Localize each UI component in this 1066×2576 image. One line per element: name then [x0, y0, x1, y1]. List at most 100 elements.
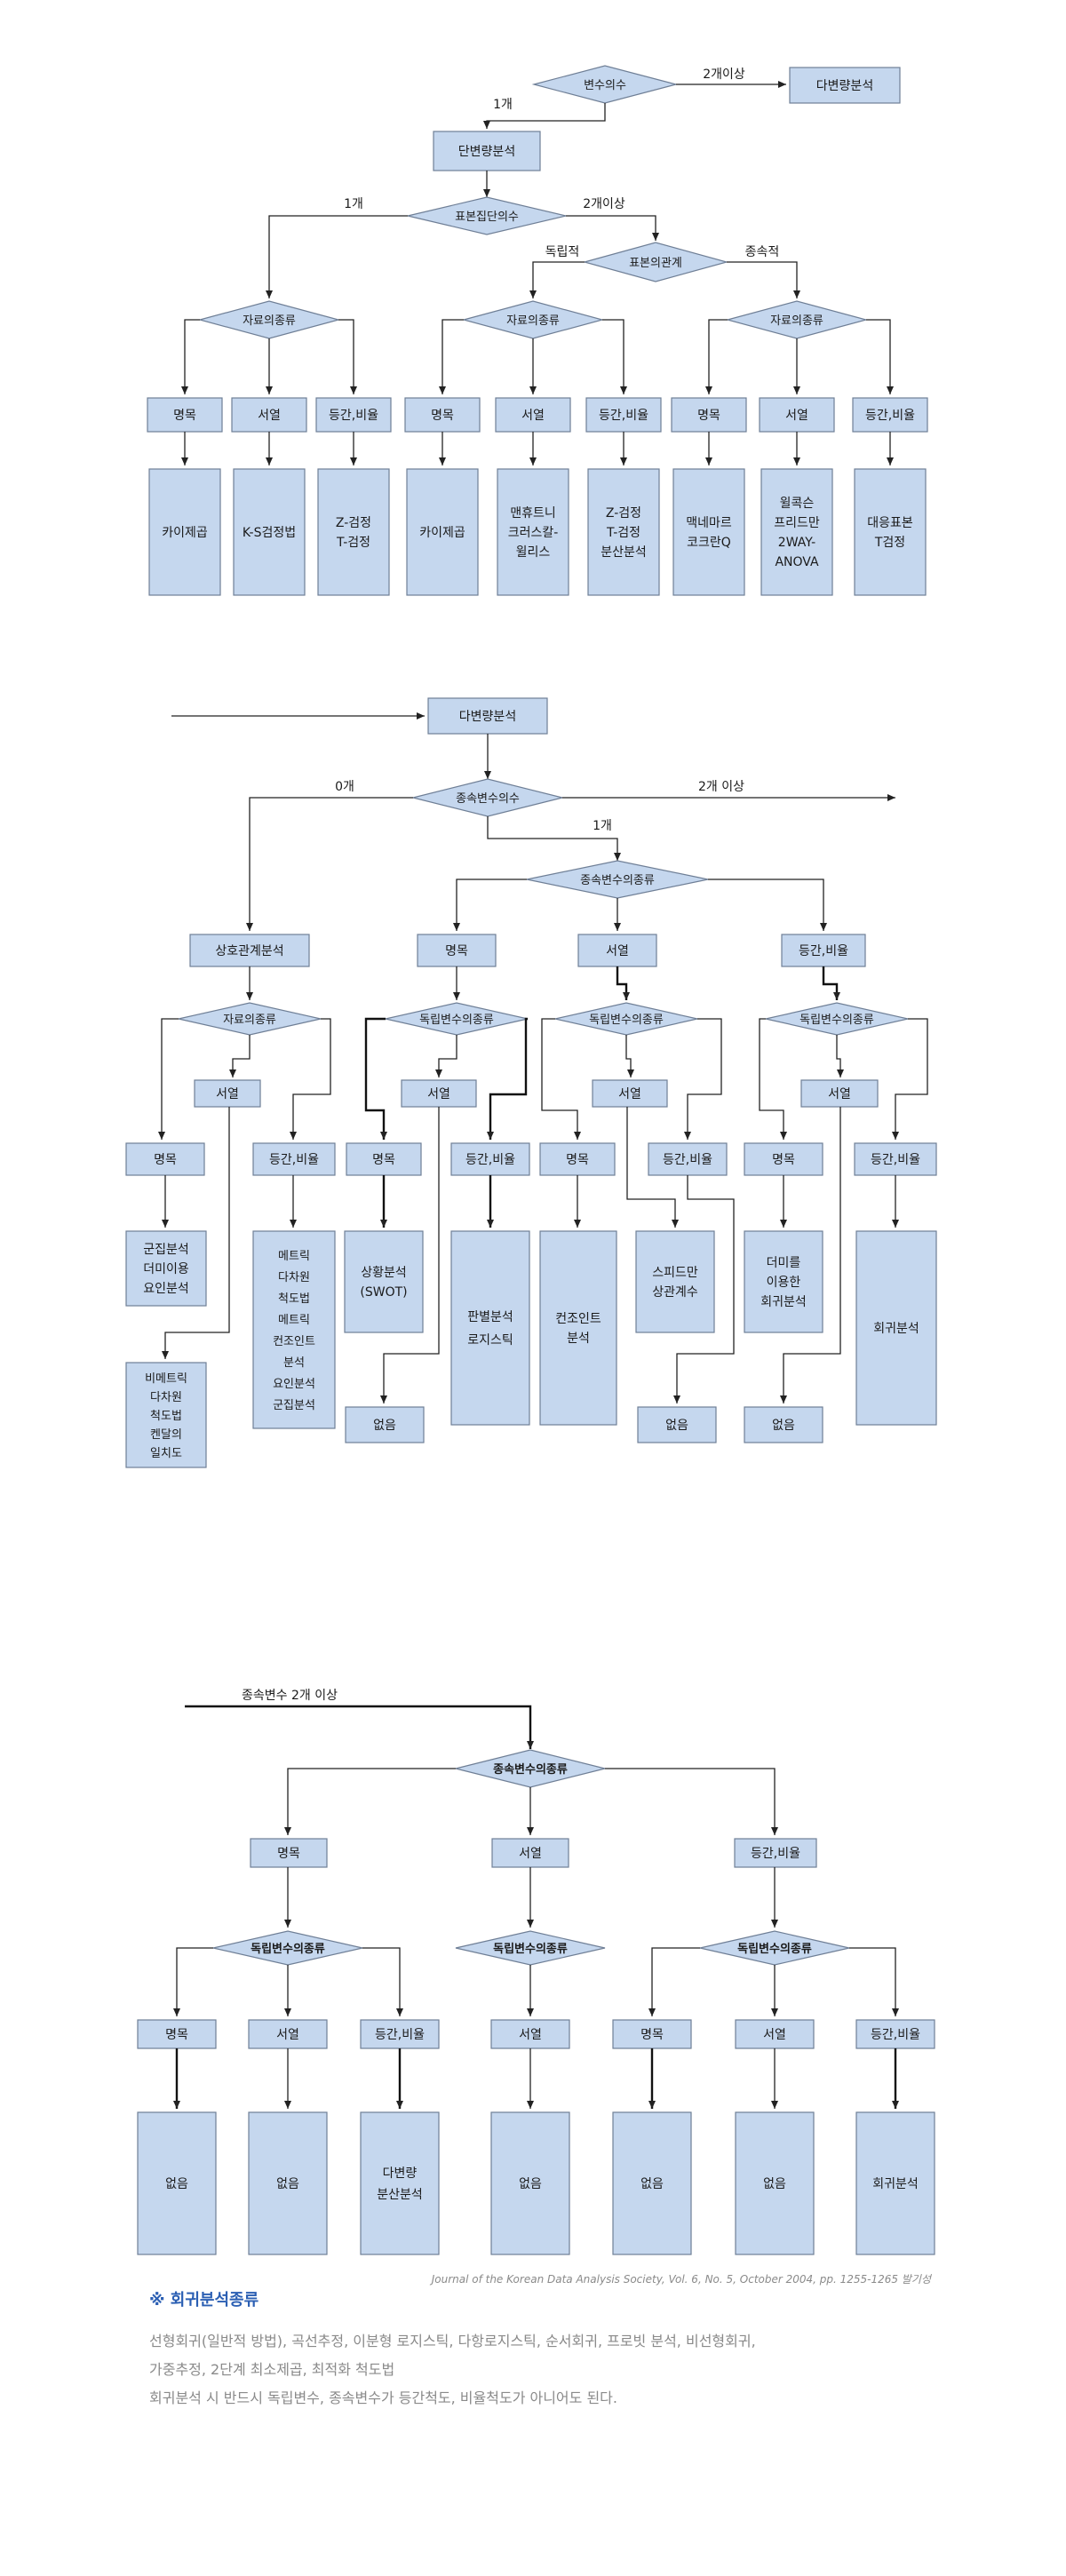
one-sample-nominal-result-label: 카이제곱 [162, 526, 208, 540]
indep-ordinal-none-box-label: 없음 [665, 1419, 688, 1433]
nominal-sub-decision-label: 독립변수의종류 [419, 1014, 494, 1027]
variable-count-decision: 변수의수 [531, 65, 679, 104]
dep-ordinal-box-label: 서열 [606, 944, 629, 958]
indep-interval-interval-result-label: 회귀분석 [873, 1322, 919, 1336]
indep-nominal-interval-box: 등간,비율 [450, 1142, 530, 1176]
indep-nominal-none-box-label: 없음 [373, 1419, 396, 1433]
edge-label-one: 1개 [493, 98, 513, 112]
indep-nominal-none-box: 없음 [345, 1406, 425, 1443]
indep-ordinal-edge-interval-none [673, 1175, 735, 1403]
interval-col-0-box-label: 명목 [640, 2028, 664, 2042]
edge-label-independent: 독립적 [545, 245, 580, 259]
correlation-interval-box: 등간,비율 [252, 1142, 336, 1176]
dep-nominal-box-label: 명목 [277, 1847, 300, 1861]
regression-types-line1: 선형회귀(일반적 방법), 곡선추정, 이분형 로지스틱, 다항로지스틱, 순서… [149, 2333, 756, 2349]
independent-edge-nominal [439, 319, 464, 394]
correlation-nominal-box-label: 명목 [154, 1153, 177, 1167]
sample-count-decision-label: 표본집단의수 [455, 211, 519, 224]
dep-ordinal-box: 서열 [577, 934, 657, 967]
indep-nominal-nominal-box-label: 명목 [372, 1153, 395, 1167]
indep-interval-edge-ordinal-none [780, 1107, 841, 1403]
ordinal-edge-to-decision [616, 966, 630, 1000]
ordinal-col-0-box-label: 서열 [519, 2028, 542, 2042]
correlation-sub-decision: 자료의종류 [178, 1002, 322, 1036]
independent-nominal-result: 카이제곱 [406, 468, 479, 596]
nominal-col-0-box: 명목 [137, 2019, 217, 2049]
indep-ordinal-interval-box: 등간,비율 [648, 1142, 728, 1176]
dep-interval-box-label: 등간,비율 [799, 944, 848, 958]
dep-type-decision: 종속변수의종류 [455, 1749, 606, 1788]
dependent-datatype-decision-label: 자료의종류 [770, 314, 823, 328]
dependent-ordinal-box-label: 서열 [785, 409, 808, 423]
dependent-datatype-decision: 자료의종류 [725, 300, 869, 339]
indep-nominal-ordinal-box: 서열 [401, 1079, 477, 1108]
one-sample-interval-box-label: 등간,비율 [329, 409, 378, 423]
indep-nominal-edge-interval [487, 1017, 528, 1140]
multivariate-top-box-label: 다변량분석 [459, 710, 516, 724]
nominal-col-0-result-label: 없음 [165, 2177, 188, 2191]
independent-nominal-box: 명목 [404, 397, 481, 433]
interval-col-1-box: 서열 [735, 2019, 815, 2049]
indep-nominal-edge-ordinal [435, 1035, 457, 1077]
indep-ordinal-interval-box-label: 등간,비율 [663, 1153, 712, 1167]
independent-datatype-decision-label: 자료의종류 [506, 314, 560, 328]
edge-dep-one [487, 816, 621, 861]
nominal-col-1-box: 서열 [248, 2019, 328, 2049]
dep-nominal-box-label: 명목 [445, 944, 468, 958]
one-sample-ordinal-box-label: 서열 [258, 409, 281, 423]
correlation-edge-ordinal-result [162, 1107, 230, 1359]
nominal-col-2-box: 등간,비율 [360, 2019, 440, 2049]
interval-edge-to-decision [822, 966, 840, 1000]
citation: Journal of the Korean Data Analysis Soci… [431, 2273, 931, 2286]
nominal-edge-col-2 [362, 1947, 403, 2016]
independent-ordinal-box-label: 서열 [521, 409, 545, 423]
ordinal-sub-decision-label: 독립변수의종류 [589, 1014, 664, 1027]
dependent-ordinal-box: 서열 [759, 397, 835, 433]
interval-sub-decision: 독립변수의종류 [765, 1002, 909, 1036]
interval-edge-col-2 [849, 1947, 899, 2016]
correlation-edge-nominal [158, 1018, 179, 1140]
interval-col-2-box-label: 등간,비율 [871, 2028, 920, 2042]
interval-col-1-result: 없음 [735, 2111, 815, 2255]
interval-sub-decision-label: 독립변수의종류 [800, 1014, 874, 1027]
indep-nominal-edge-ordinal-none [380, 1107, 440, 1403]
correlation-edge-interval [290, 1018, 331, 1140]
indep-ordinal-nominal-box: 명목 [539, 1142, 616, 1176]
edge-samples-more [566, 215, 659, 241]
correlation-ordinal-box: 서열 [194, 1079, 261, 1108]
dependent-count-decision: 종속변수의수 [412, 778, 563, 817]
interval-indep-decision: 독립변수의종류 [699, 1930, 850, 1966]
multivariate-box: 다변량분석 [789, 67, 901, 104]
interval-indep-decision-label: 독립변수의종류 [737, 1942, 812, 1956]
edge-type-interval [708, 879, 827, 931]
interval-edge-col-0 [648, 1947, 700, 2016]
nominal-col-1-result-label: 없음 [276, 2177, 299, 2191]
ordinal-col-0-result-label: 없음 [519, 2177, 542, 2191]
correlation-interval-box-label: 등간,비율 [269, 1153, 319, 1167]
indep-interval-nominal-box: 명목 [744, 1142, 823, 1176]
dependent-edge-nominal [705, 319, 728, 394]
edge-samples-one [266, 215, 408, 298]
one-sample-nominal-result: 카이제곱 [148, 468, 221, 596]
edge-label-dependent: 종속적 [745, 245, 780, 259]
